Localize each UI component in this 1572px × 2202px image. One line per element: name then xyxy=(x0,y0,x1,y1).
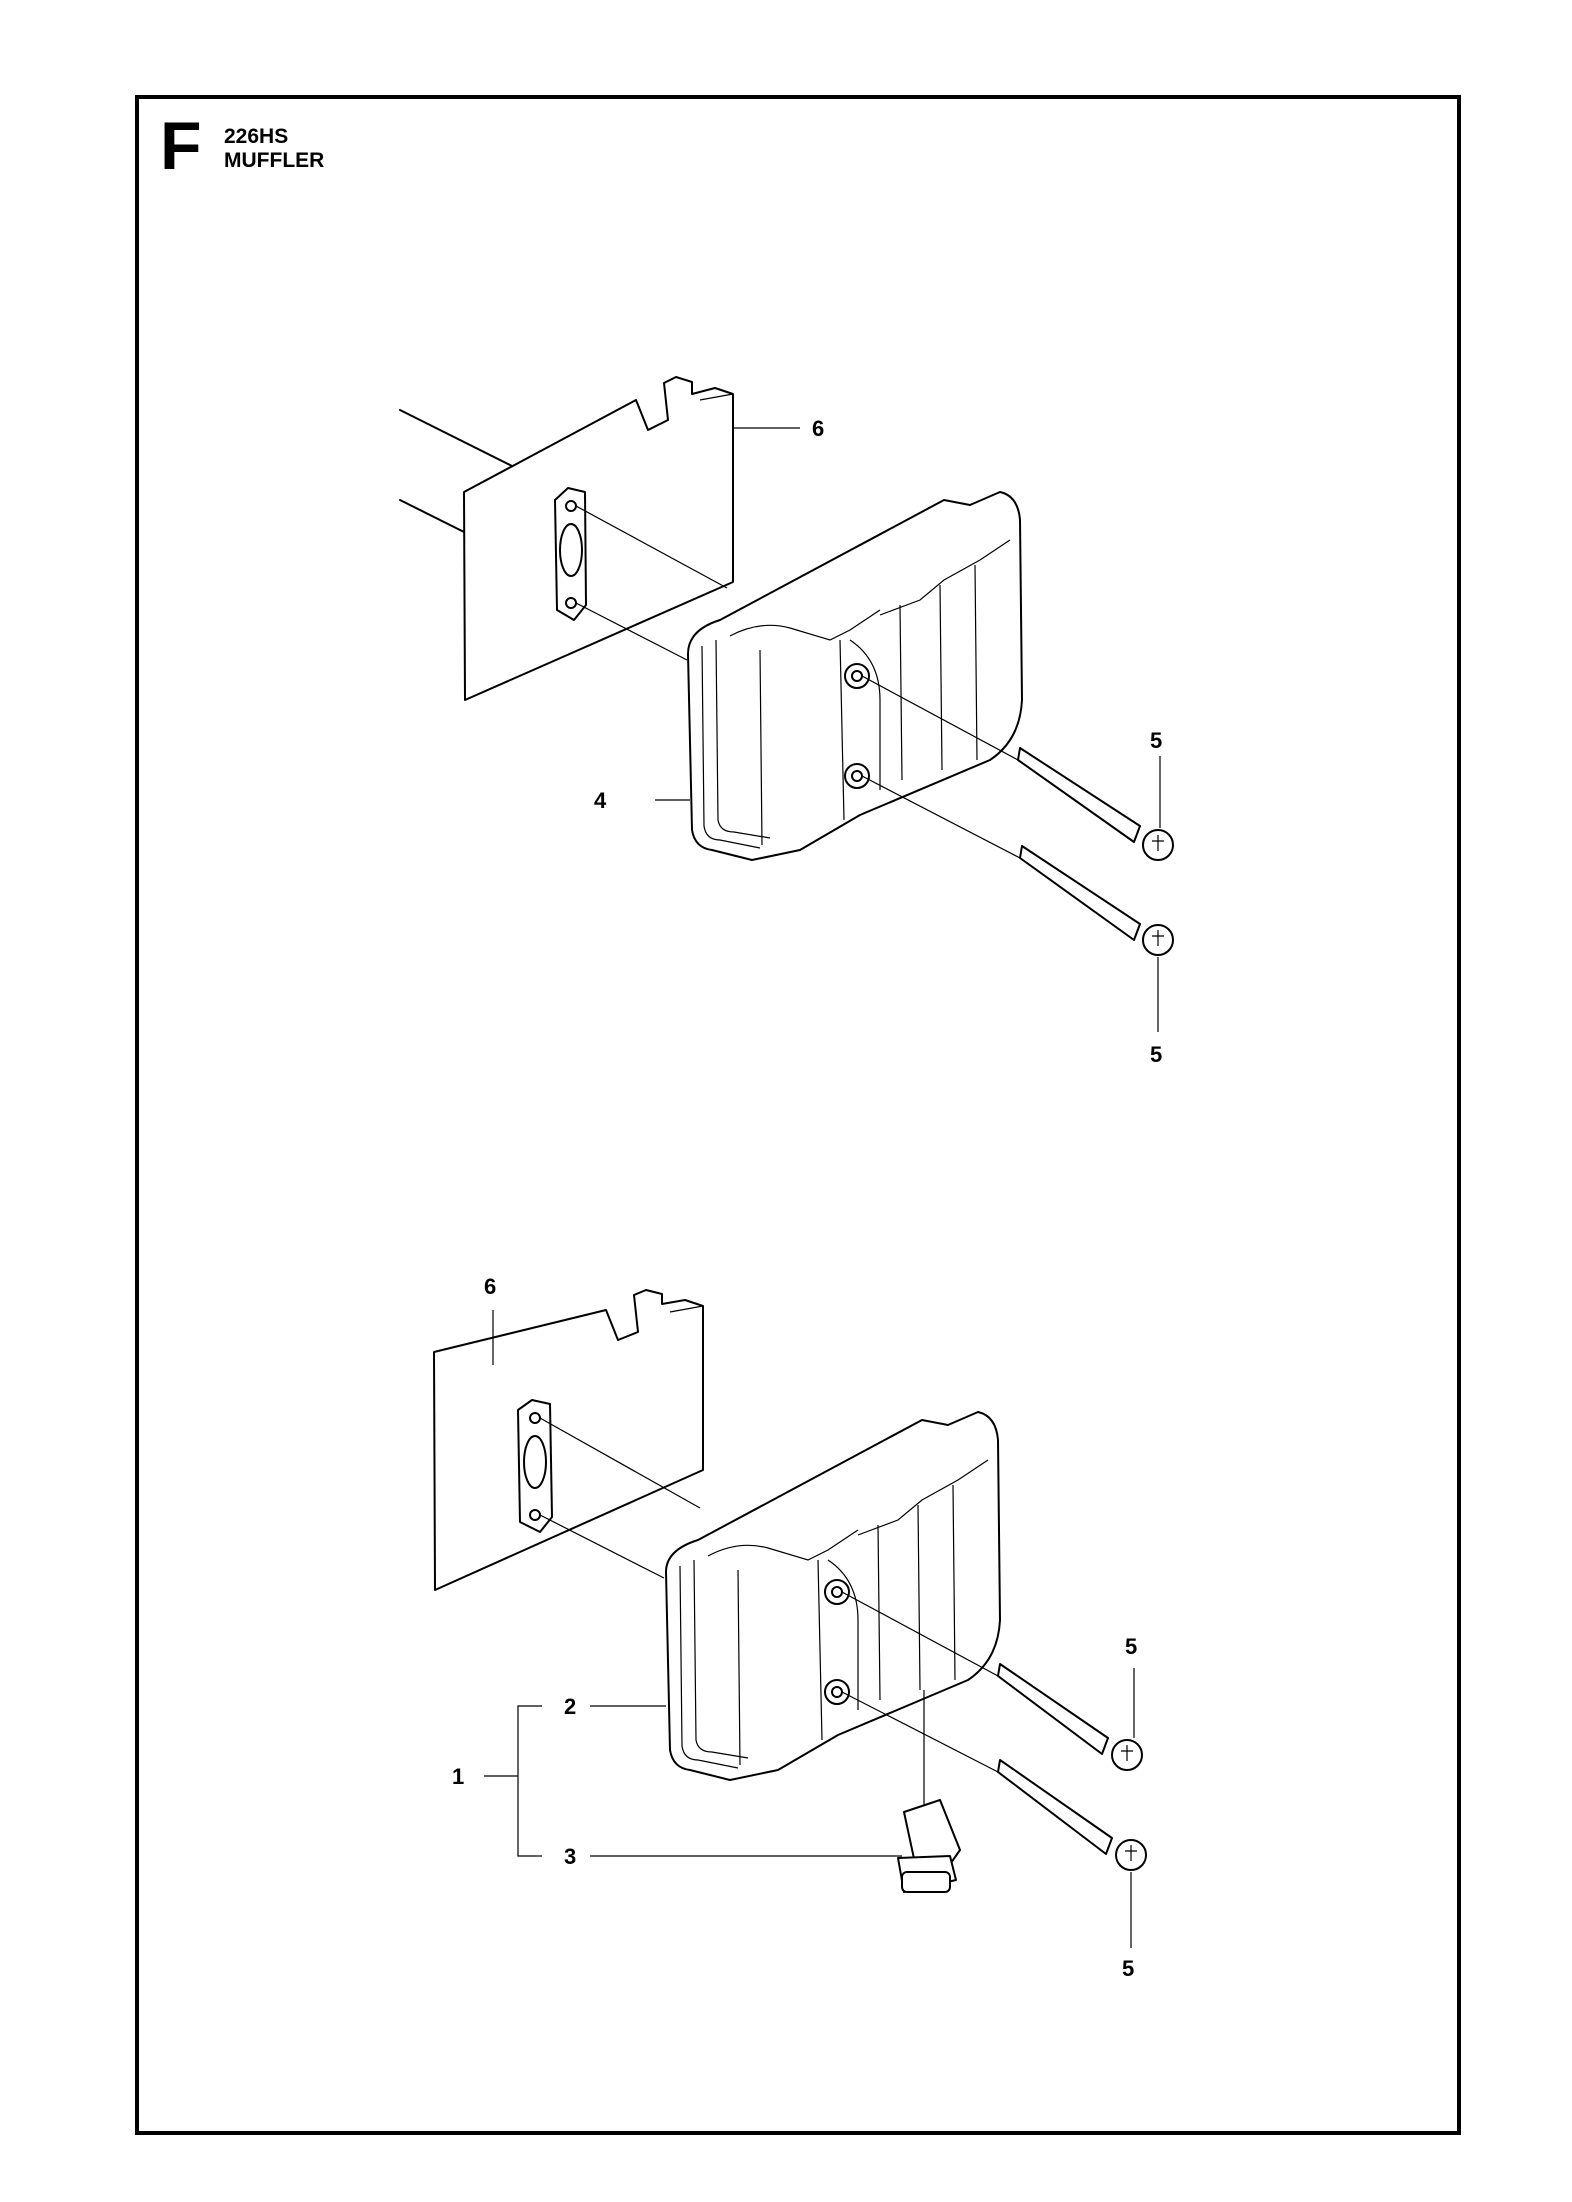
spark-arrestor-screen xyxy=(897,1690,961,1893)
bolt-lower-b xyxy=(841,1691,1147,1871)
model-number: 226HS xyxy=(224,125,289,148)
callout-4: 4 xyxy=(594,788,607,813)
callout-3: 3 xyxy=(564,1844,576,1869)
diagram-title: MUFFLER xyxy=(224,149,325,172)
muffler-body xyxy=(687,491,1023,861)
callout-2: 2 xyxy=(564,1694,576,1719)
upper-assembly: 6 4 5 5 xyxy=(399,376,1174,1067)
page-border xyxy=(135,95,1461,2135)
callout-6: 6 xyxy=(484,1274,496,1299)
callout-5: 5 xyxy=(1150,728,1162,753)
gasket xyxy=(554,487,728,661)
bolt-upper-b xyxy=(861,775,1174,956)
bolt-upper-a xyxy=(861,675,1174,861)
bolt-lower-a xyxy=(841,1591,1143,1771)
callout-5: 5 xyxy=(1122,1956,1134,1981)
lower-assembly: 6 2 1 3 5 5 xyxy=(433,1274,1147,1981)
heat-shield-plate xyxy=(399,376,734,701)
callout-1: 1 xyxy=(452,1764,464,1789)
callout-5: 5 xyxy=(1150,1042,1162,1067)
section-letter: F xyxy=(160,108,202,184)
callout-6: 6 xyxy=(812,416,824,441)
heat-shield-plate xyxy=(433,1289,704,1591)
muffler-body xyxy=(665,1411,1001,1781)
gasket xyxy=(517,1399,701,1579)
callout-5: 5 xyxy=(1125,1634,1137,1659)
